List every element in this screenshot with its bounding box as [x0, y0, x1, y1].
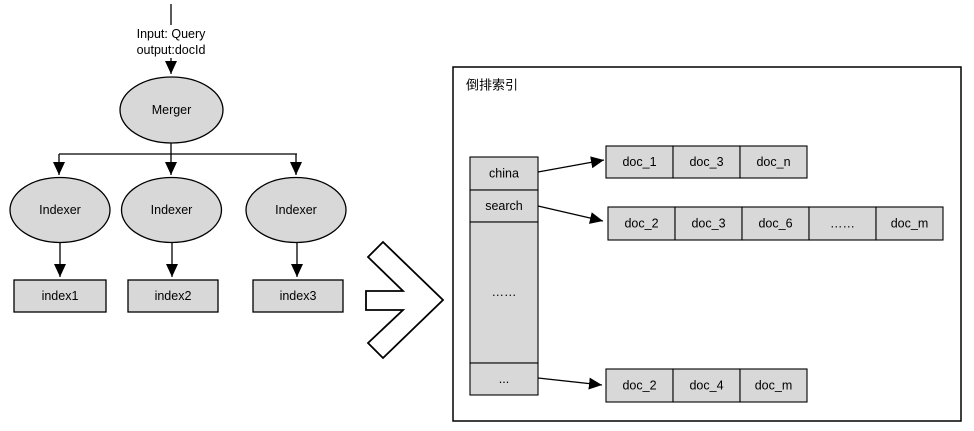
index1-box: [13, 279, 107, 313]
term-label-china: china: [489, 167, 519, 181]
index3-label: index3: [280, 289, 317, 303]
term-cell-china: [469, 156, 539, 191]
index3-box: [252, 279, 344, 313]
index1-label: index1: [42, 289, 79, 303]
term-label-search: search: [485, 199, 523, 213]
merger-label: Merger: [152, 103, 192, 117]
arrow-search-to-postings: [537, 205, 604, 224]
term-label-ellipsis: ……: [492, 285, 517, 299]
posting-label: doc_4: [689, 379, 723, 393]
posting-label: doc_n: [756, 155, 790, 169]
posting-label: doc_m: [891, 217, 929, 231]
indexer-node-3: [245, 176, 347, 244]
term-label-dots: ...: [499, 372, 509, 386]
posting-label: doc_m: [755, 379, 793, 393]
posting-label: doc_3: [691, 217, 725, 231]
term-cell-dots: [469, 362, 539, 396]
arrow-china-to-postings: [537, 156, 605, 173]
arrow-dots-to-postings: [537, 377, 603, 390]
posting-cell: [672, 145, 741, 179]
posting-label: doc_1: [622, 155, 656, 169]
indexer-label-1: Indexer: [39, 203, 81, 217]
inverted-index-panel: [452, 66, 962, 422]
indexer-label-2: Indexer: [151, 203, 193, 217]
indexer-node-1: [9, 176, 111, 244]
input-label-line1: Input: Query: [137, 27, 207, 41]
posting-label: doc_3: [689, 155, 723, 169]
posting-cell: [875, 206, 944, 241]
indexer-label-3: Indexer: [275, 203, 317, 217]
posting-cell: [741, 206, 810, 241]
chevron-right-arrow-icon: [365, 240, 445, 360]
posting-label: doc_6: [758, 217, 792, 231]
panel-title: 倒排索引: [466, 78, 518, 93]
posting-cell: [739, 368, 808, 403]
term-cell-ellipsis: [469, 221, 539, 364]
posting-cell: [808, 206, 877, 241]
posting-label: doc_2: [622, 379, 656, 393]
posting-cell: [605, 145, 674, 179]
posting-label: ……: [830, 217, 855, 231]
index2-box: [127, 279, 219, 313]
input-label-line2: output:docId: [137, 43, 206, 57]
posting-cell: [739, 145, 808, 179]
index2-label: index2: [155, 289, 192, 303]
posting-label: doc_2: [624, 217, 658, 231]
indexer-node-2: [120, 176, 223, 244]
